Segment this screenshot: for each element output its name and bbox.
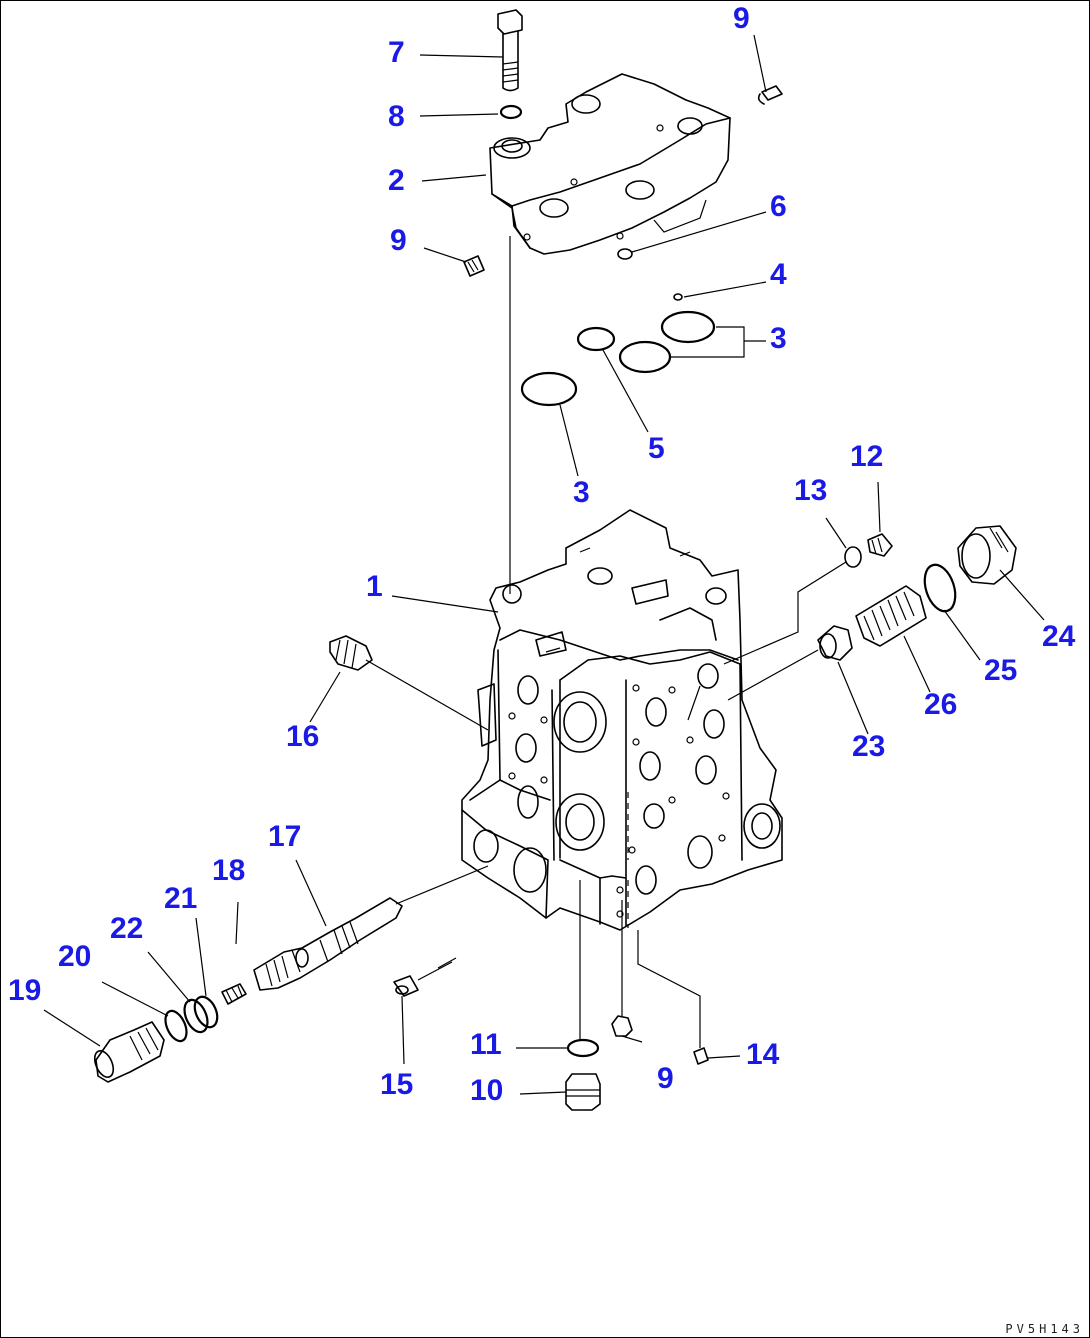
callout-22: 22 [110, 912, 144, 945]
valve-body-part-1 [461, 509, 783, 931]
callout-7: 7 [388, 36, 405, 69]
callout-9: 9 [657, 1062, 674, 1095]
assembly-lines [365, 236, 847, 1048]
plug-part-9-bottom [611, 1015, 633, 1037]
callout-23: 23 [852, 730, 886, 763]
callout-2: 2 [388, 164, 405, 197]
drawing-code: PV5H143 [1005, 1322, 1084, 1336]
callout-6: 6 [770, 190, 787, 223]
part-12 [867, 533, 893, 557]
plug-part-9-top [757, 85, 783, 105]
ring-part-4 [673, 293, 683, 301]
o-ring-part-3-a [660, 310, 716, 344]
callout-15: 15 [380, 1068, 414, 1101]
part-13 [844, 546, 862, 568]
callout-1: 1 [366, 570, 383, 603]
o-ring-part-5 [576, 326, 616, 352]
spring-part-26 [855, 585, 927, 647]
plug-part-19 [93, 1021, 165, 1083]
o-ring-part-3-c [520, 371, 578, 407]
leader-lines [43, 34, 1045, 1095]
spool-part-17 [253, 897, 403, 991]
callout-10: 10 [470, 1074, 504, 1107]
callout-26: 26 [924, 688, 958, 721]
bolt-part-7 [497, 9, 523, 92]
o-ring-part-3-b [618, 340, 672, 374]
o-ring-part-11 [566, 1038, 600, 1058]
plug-part-16 [329, 635, 373, 671]
callout-13: 13 [794, 474, 828, 507]
plug-part-9-left [463, 255, 485, 277]
callout-3: 3 [770, 322, 787, 355]
spring-part-18 [221, 983, 247, 1005]
callout-11: 11 [470, 1028, 502, 1061]
o-ring-part-21 [193, 995, 219, 1029]
callout-16: 16 [286, 720, 320, 753]
callout-8: 8 [388, 100, 405, 133]
cover-part-2 [489, 73, 731, 255]
collar-part-23 [817, 625, 853, 661]
callout-19: 19 [8, 974, 42, 1007]
callout-14: 14 [746, 1038, 780, 1071]
callout-18: 18 [212, 854, 246, 887]
callout-12: 12 [850, 440, 884, 473]
plug-part-15 [393, 975, 419, 997]
plug-part-24 [957, 525, 1017, 585]
callout-9: 9 [390, 224, 407, 257]
plug-part-14 [693, 1047, 709, 1065]
callout-25: 25 [984, 654, 1018, 687]
callout-4: 4 [770, 258, 787, 291]
callout-5: 5 [648, 432, 665, 465]
callout-24: 24 [1042, 620, 1076, 653]
plug-part-10 [565, 1073, 601, 1111]
washer-part-8 [499, 104, 523, 120]
o-ring-part-25 [923, 563, 957, 613]
ring-part-6 [617, 248, 633, 260]
callout-3: 3 [573, 476, 590, 509]
callout-20: 20 [58, 940, 92, 973]
callout-9: 9 [733, 2, 750, 35]
callout-17: 17 [268, 820, 302, 853]
o-ring-part-20 [164, 1009, 188, 1043]
callout-21: 21 [164, 882, 198, 915]
